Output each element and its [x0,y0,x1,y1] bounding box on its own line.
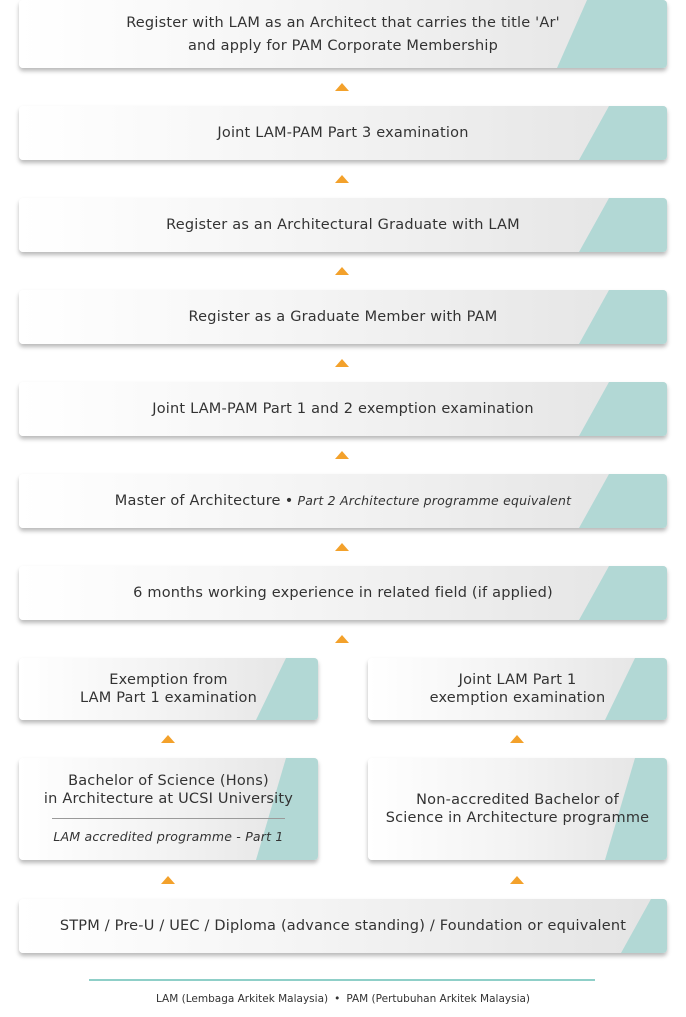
step-text: Bachelor of Science (Hons) [68,773,269,789]
step-text: and apply for PAM Corporate Membership [187,37,499,54]
step-text: Science in Architecture programme [385,810,650,826]
master-note: Part 2 Architecture programme equivalent [297,493,572,508]
step-text: Register as a Graduate Member with PAM [188,309,498,325]
step-text: Register with LAM as an Architect that c… [126,14,560,31]
step-part3-exam: Joint LAM-PAM Part 3 examination [19,106,667,160]
footer-legend: LAM (Lembaga Arkitek Malaysia) • PAM (Pert… [0,993,686,1005]
step-graduate-pam: Register as a Graduate Member with PAM [19,290,667,344]
step-text: in Architecture at UCSI University [43,791,294,807]
step-exemption-left: Exemption from LAM Part 1 examination [19,658,318,720]
master-title: Master of Architecture [114,493,281,509]
step-text: exemption examination [429,690,606,706]
arrow-up-icon [335,267,349,275]
step-ucsi-bachelor: Bachelor of Science (Hons) in Architectu… [19,758,318,860]
divider [52,818,285,819]
arrow-up-icon [335,635,349,643]
bullet-separator: • [284,493,294,509]
step-graduate-lam: Register as an Architectural Graduate wi… [19,198,667,252]
arrow-up-icon [161,876,175,884]
arrow-up-icon [335,451,349,459]
arrow-up-icon [335,83,349,91]
legend-pam: PAM (Pertubuhan Arkitek Malaysia) [346,993,531,1005]
step-text: Register as an Architectural Graduate wi… [166,217,520,233]
step-non-accredited: Non-accredited Bachelor of Science in Ar… [368,758,667,860]
step-entry-qualification: STPM / Pre-U / UEC / Diploma (advance st… [19,899,667,953]
arrow-up-icon [335,175,349,183]
step-text: Exemption from [109,672,228,688]
step-text: Joint LAM Part 1 [458,672,577,688]
arrow-up-icon [335,359,349,367]
step-text: Joint LAM-PAM Part 1 and 2 exemption exa… [152,401,534,417]
step-master: Master of Architecture•Part 2 Architectu… [19,474,667,528]
legend-lam: LAM (Lembaga Arkitek Malaysia) [155,993,329,1005]
step-text: LAM Part 1 examination [79,690,258,706]
accreditation-note: LAM accredited programme - Part 1 [53,829,284,844]
step-text: Master of Architecture•Part 2 Architectu… [115,492,571,510]
arrow-up-icon [161,735,175,743]
footer-divider [89,979,595,981]
bullet-separator: • [334,993,341,1005]
step-text: STPM / Pre-U / UEC / Diploma (advance st… [59,918,627,934]
step-register-architect: Register with LAM as an Architect that c… [19,0,667,68]
arrow-up-icon [510,876,524,884]
step-experience: 6 months working experience in related f… [19,566,667,620]
arrow-up-icon [335,543,349,551]
step-exemption-right: Joint LAM Part 1 exemption examination [368,658,667,720]
step-text: Non-accredited Bachelor of [416,792,619,808]
step-text: 6 months working experience in related f… [133,585,553,601]
step-text: Joint LAM-PAM Part 3 examination [217,125,469,141]
step-part12-exam: Joint LAM-PAM Part 1 and 2 exemption exa… [19,382,667,436]
arrow-up-icon [510,735,524,743]
